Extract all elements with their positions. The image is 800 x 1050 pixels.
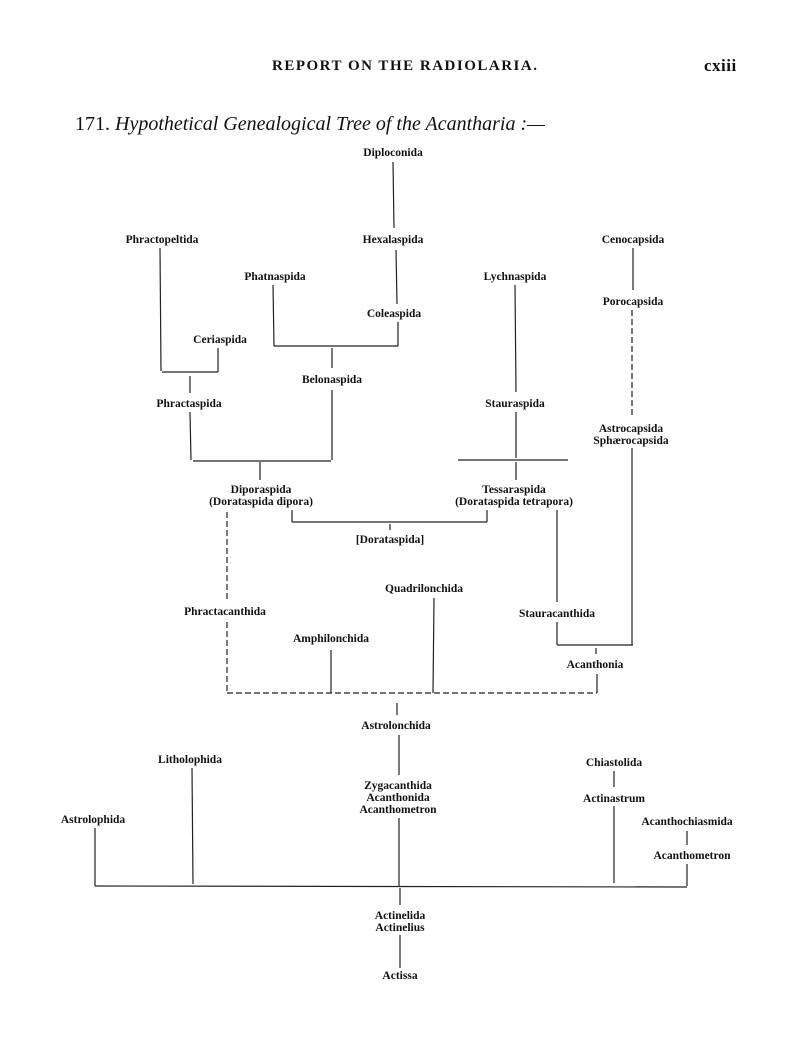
node-phractopeltida: Phractopeltida (125, 234, 199, 246)
section-number: 171. (75, 113, 110, 135)
node-stauracanthida: Stauracanthida (518, 608, 596, 620)
actinelius: Actinelius (375, 922, 425, 934)
node-phatnaspida: Phatnaspida (244, 271, 306, 283)
node-phractaspida: Phractaspida (156, 398, 222, 410)
page-number: cxiii (704, 56, 737, 75)
node-hexalaspida: Hexalaspida (362, 234, 424, 246)
node-acanthochiasmida: Acanthochiasmida (641, 816, 733, 828)
running-title: REPORT ON THE RADIOLARIA. (272, 58, 539, 74)
node-cenocapsida: Cenocapsida (601, 234, 665, 246)
node-dorataspida: [Dorataspida] (355, 534, 425, 546)
node-quadrilonchida: Quadrilonchida (385, 583, 463, 595)
node-phractacanthida: Phractacanthida (184, 606, 266, 618)
node-astrolonchida: Astrolonchida (361, 720, 431, 732)
section-title-text: Hypothetical Genealogical Tree of the Ac… (115, 113, 545, 135)
node-tessaraspida: Tessaraspida(Dorataspida tetrapora) (455, 484, 573, 508)
node-acanthometron-right: Acanthometron (653, 850, 731, 862)
node-actissa: Actissa (382, 970, 418, 982)
node-diploconida: Diploconida (363, 147, 423, 159)
sphaerocapsida: Sphærocapsida (593, 435, 669, 447)
node-litholophida: Litholophida (158, 754, 222, 766)
node-ceriaspida: Ceriaspida (193, 334, 247, 346)
tessaraspida: Tessaraspida (482, 484, 546, 496)
node-diporaspida: Diporaspida(Dorataspida dipora) (209, 484, 313, 508)
node-amphilonchida: Amphilonchida (292, 633, 370, 645)
zygacanthida: Zygacanthida (364, 780, 432, 792)
actinelida: Actinelida (374, 910, 426, 922)
node-chiastolida: Chiastolida (585, 757, 643, 769)
acanthonida: Acanthonida (366, 792, 430, 804)
node-coleaspida: Coleaspida (366, 308, 422, 320)
node-stauraspida: Stauraspida (485, 398, 545, 410)
section-title: 171. Hypothetical Genealogical Tree of t… (75, 113, 545, 136)
node-actinastrum: Actinastrum (583, 793, 645, 805)
diporaspida: Diporaspida (230, 484, 292, 496)
acanthometron-center: Acanthometron (359, 804, 437, 816)
dorataspida-tetrapora: (Dorataspida tetrapora) (455, 496, 573, 508)
node-porocapsida: Porocapsida (602, 296, 664, 308)
node-belonaspida: Belonaspida (301, 374, 363, 386)
node-acanthonia: Acanthonia (566, 659, 624, 671)
astrocapsida: Astrocapsida (598, 423, 664, 435)
node-lychnaspida: Lychnaspida (483, 271, 547, 283)
dorataspida-dipora: (Dorataspida dipora) (209, 496, 313, 508)
node-astrolophida: Astrolophida (60, 814, 126, 826)
